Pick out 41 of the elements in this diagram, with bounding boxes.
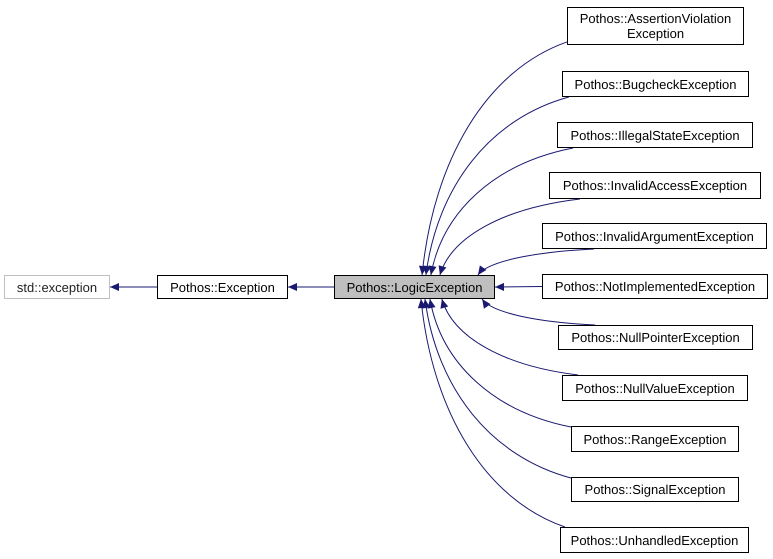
class-box <box>334 275 495 299</box>
inheritance-arrow <box>482 298 596 326</box>
class-name: Pothos::NullValueException <box>575 380 735 396</box>
inheritance-arrow <box>439 198 580 276</box>
class-box <box>562 71 749 97</box>
class-name: Pothos::LogicException <box>346 280 482 294</box>
class-name: Pothos::RangeException <box>583 432 727 446</box>
class-name: Pothos::NotImplementedException <box>554 279 756 294</box>
class-box <box>157 275 288 299</box>
class-name: Pothos::UnhandledException <box>570 532 738 548</box>
class-name: Pothos::AssertionViolation Exception <box>578 11 732 41</box>
inheritance-arrow <box>423 96 570 276</box>
class-name: Pothos::IllegalStateException <box>570 128 740 142</box>
class-name: std::exception <box>16 280 98 294</box>
class-box <box>557 122 753 148</box>
inheritance-arrow <box>429 148 574 276</box>
class-box <box>542 223 767 249</box>
class-name: Pothos::Exception <box>170 280 275 294</box>
class-name: Pothos::SignalException <box>584 482 726 497</box>
class-name: Pothos::InvalidArgumentException <box>555 228 754 244</box>
inheritance-arrow <box>418 298 566 528</box>
inheritance-arrow <box>288 282 334 292</box>
class-box <box>571 426 739 452</box>
class-name: Pothos::BugcheckException <box>574 76 736 92</box>
class-name: Pothos::NullPointerException <box>571 330 740 345</box>
class-box <box>562 375 748 401</box>
inheritance-arrow <box>441 298 578 376</box>
class-name: Pothos::InvalidAccessException <box>562 178 748 193</box>
class-box <box>542 274 768 299</box>
inheritance-arrow <box>477 248 594 276</box>
inheritance-arrow <box>422 298 572 478</box>
inheritance-arrow <box>419 41 568 276</box>
class-box <box>560 527 749 553</box>
inheritance-arrow <box>494 282 542 291</box>
inheritance-arrow <box>110 282 158 292</box>
class-box <box>567 7 744 45</box>
inheritance-arrow <box>428 298 572 428</box>
class-box <box>558 325 753 350</box>
class-box <box>4 275 110 299</box>
class-box <box>571 477 739 502</box>
class-box <box>549 172 761 199</box>
